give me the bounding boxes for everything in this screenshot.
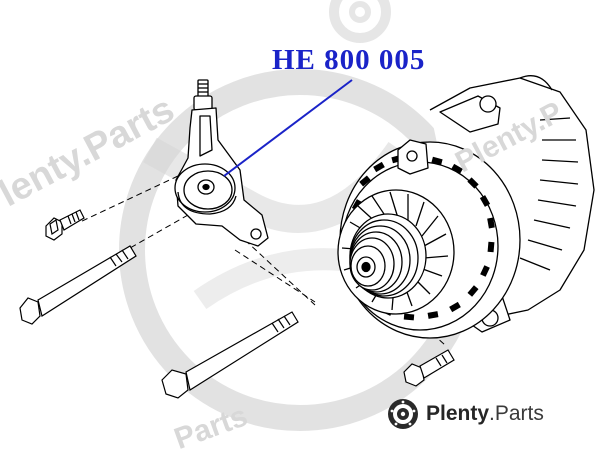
brand-logo-block[interactable]: Plenty .Parts bbox=[386, 396, 544, 432]
brand-name: Plenty bbox=[426, 402, 490, 425]
callout-leader-line bbox=[223, 79, 353, 177]
brake-disc-icon bbox=[388, 399, 418, 429]
belt-tensioner bbox=[174, 79, 269, 247]
brand-suffix: .Parts bbox=[489, 402, 544, 425]
short-bolt bbox=[45, 209, 85, 241]
alternator bbox=[337, 75, 595, 339]
long-bolt-upper bbox=[19, 245, 137, 325]
long-bolt-lower bbox=[161, 311, 299, 399]
part-number-label: HE 800 005 bbox=[272, 44, 426, 76]
alternator-bolt bbox=[403, 349, 455, 387]
